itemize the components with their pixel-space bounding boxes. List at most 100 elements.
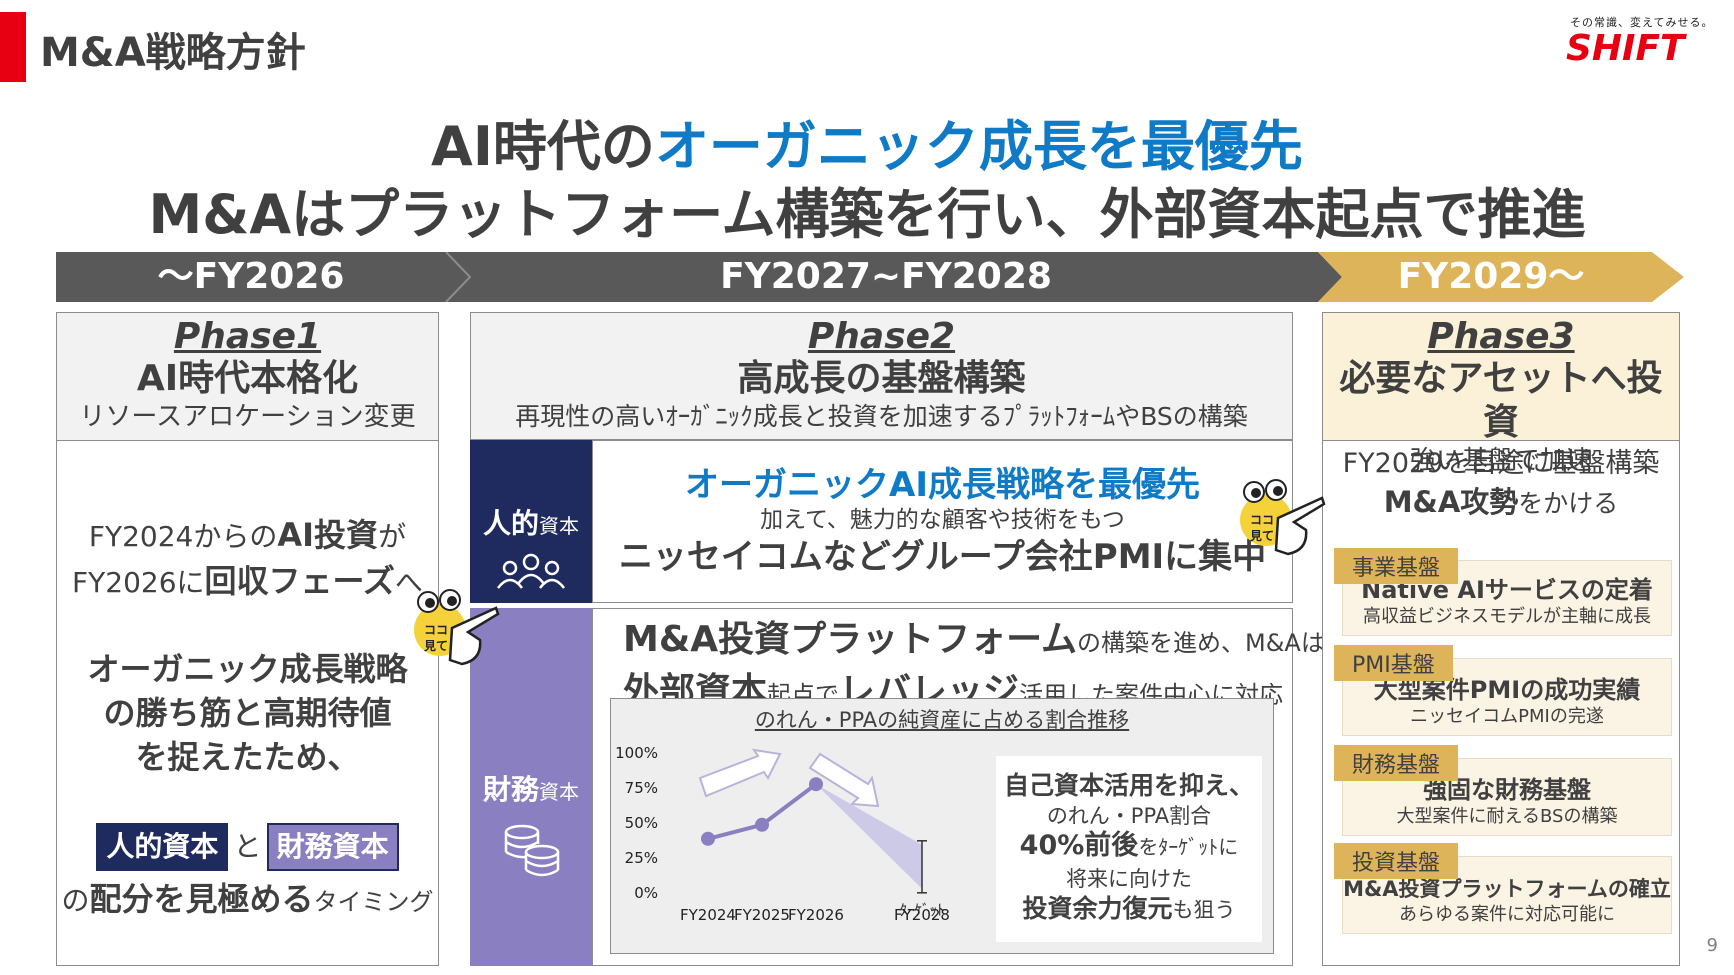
tag-human-capital: 人的資本 — [96, 823, 229, 871]
target-label: ﾀｰｹﾞｯﾄ — [899, 901, 944, 919]
callout-line3: 40%前後をﾀｰｹﾞｯﾄに — [996, 830, 1262, 865]
phase2-header: Phase2 高成長の基盤構築 再現性の高いｵｰｶﾞﾆｯｸ成長と投資を加速するﾌ… — [470, 312, 1293, 440]
y-tick-label: 0% — [634, 884, 658, 902]
callout-line4: 将来に向けた — [1066, 867, 1192, 891]
phase3-lead1: FY2029を目途に基盤構築 — [1342, 448, 1660, 479]
period-1: ～FY2026 — [157, 256, 345, 297]
phase2-title: 高成長の基盤構築 — [737, 358, 1026, 399]
accent-bar — [0, 12, 26, 82]
logo-tagline: その常識、変えてみせる。 — [1570, 16, 1714, 29]
phase1-capital-tags: 人的資本 と 財務資本 — [57, 823, 438, 873]
pointing-hand-icon: ココ 見て — [1240, 479, 1326, 556]
period-2: FY2027~FY2028 — [720, 256, 1052, 297]
phase3-item-tag: 財務基盤 — [1334, 745, 1459, 781]
page-title: M&A戦略方針 — [40, 30, 306, 76]
x-tick-label: FY2024 — [680, 906, 736, 924]
text-emphasis: 投資余力復元 — [1022, 894, 1173, 923]
mascot-text: 見て — [1249, 528, 1274, 543]
text: の構築を進め、M&Aは — [1077, 629, 1325, 657]
phase3-lead2: M&A攻勢をかける — [1323, 483, 1679, 526]
headline-highlight: オーガニック成長を最優先 — [654, 115, 1303, 178]
tag-financial-capital: 財務資本 — [266, 823, 399, 871]
phase3-item-3: 強固な財務基盤 大型案件に耐えるBSの構築 — [1342, 758, 1672, 836]
text: FY2026に — [72, 566, 205, 599]
text: をかける — [1518, 489, 1619, 518]
text: と — [233, 830, 262, 863]
item-desc: 高収益ビジネスモデルが主軸に成長 — [1363, 606, 1651, 627]
text: の — [61, 884, 90, 917]
data-point — [755, 817, 769, 832]
y-tick-label: 100% — [615, 744, 658, 762]
label-main: 財務 — [482, 773, 539, 806]
phase1-timing: の配分を見極めるタイミング — [57, 877, 438, 927]
x-tick-label: FY2028 — [894, 906, 950, 924]
text-emphasis: AI投資 — [277, 516, 379, 554]
financial-capital-label: 財務資本 — [470, 608, 592, 966]
phase1-line1: FY2024からのAI投資が — [57, 513, 438, 559]
text-emphasis: 40%前後 — [1019, 830, 1139, 861]
item-desc: 大型案件に耐えるBSの構築 — [1396, 806, 1618, 827]
phase2-subtitle: 再現性の高いｵｰｶﾞﾆｯｸ成長と投資を加速するﾌﾟﾗｯﾄﾌｫｰﾑやBSの構築 — [515, 402, 1248, 431]
down-arrow-shape — [808, 752, 880, 808]
x-tick-label: FY2026 — [788, 906, 844, 924]
timeline-gray-segment — [56, 252, 1342, 302]
phase1-header: Phase1 AI時代本格化 リソースアロケーション変更 — [57, 313, 438, 441]
phase1-title: AI時代本格化 — [136, 358, 359, 399]
financial-line1: M&A投資プラットフォームの構築を進め、M&Aは — [623, 617, 1325, 669]
phase1-strategy-1: オーガニック成長戦略 — [87, 650, 408, 688]
y-tick-label: 75% — [625, 779, 658, 797]
callout-line5: 投資余力復元も狙う — [996, 893, 1262, 928]
y-tick-label: 50% — [625, 814, 658, 832]
human-capital-content: オーガニックAI成長戦略を最優先 加えて、魅力的な顧客や技術をもつ ニッセイコム… — [592, 440, 1293, 603]
human-capital-headline: オーガニックAI成長戦略を最優先 — [685, 465, 1200, 505]
text: も狙う — [1172, 898, 1236, 922]
phase1-panel: Phase1 AI時代本格化 リソースアロケーション変更 FY2024からのAI… — [56, 312, 439, 966]
y-tick-label: 25% — [625, 849, 658, 867]
pointing-hand-icon: ココ 見て — [414, 589, 500, 666]
shift-logo: SHIFT — [1566, 28, 1685, 69]
headline-line2: M&Aはプラットフォーム構築を行い、外部資本起点で推進 — [148, 183, 1586, 246]
item-desc: ニッセイコムPMIの完遂 — [1410, 706, 1604, 727]
phase1-line2: FY2026に回収フェーズへ — [57, 559, 438, 605]
human-capital-sub: 加えて、魅力的な顧客や技術をもつ — [760, 507, 1125, 533]
phase3-title: 必要なアセットへ投資 — [1339, 358, 1663, 443]
human-capital-focus: ニッセイコムなどグループ会社PMIに集中 — [618, 537, 1267, 577]
data-point — [701, 831, 715, 846]
mascot-text: 見て — [423, 638, 448, 653]
label-main: 人的 — [482, 507, 539, 540]
phase3-item-tag: 事業基盤 — [1334, 548, 1459, 584]
phase1-strategy-2: の勝ち筋と高期待値 — [103, 694, 392, 732]
mascot-text: ココ — [424, 623, 448, 637]
x-tick-label: FY2025 — [734, 906, 790, 924]
callout-line1: 自己資本活用を抑え、 — [1003, 771, 1254, 800]
timeline-divider — [445, 252, 472, 302]
text-emphasis: M&A攻勢 — [1383, 485, 1519, 519]
phase1-subtitle: リソースアロケーション変更 — [79, 402, 416, 432]
timeline-arrow — [56, 252, 1684, 302]
phase3-item-tag: PMI基盤 — [1334, 645, 1453, 681]
data-point — [809, 777, 823, 792]
phase1-strategy-3: を捉えたため、 — [135, 738, 360, 776]
phase3-name: Phase3 — [1427, 316, 1575, 357]
coins-icon — [504, 824, 560, 877]
chart-callout: 自己資本活用を抑え、 のれん・PPA割合 40%前後をﾀｰｹﾞｯﾄに 将来に向け… — [996, 756, 1262, 942]
label-sub: 資本 — [539, 780, 579, 804]
timeline-gold-segment — [1318, 252, 1684, 302]
human-capital-label: 人的資本 — [470, 440, 592, 603]
text-emphasis: 回収フェーズ — [204, 562, 395, 600]
text: が — [378, 520, 407, 553]
phase1-body: FY2024からのAI投資が FY2026に回収フェーズへ オーガニック成長戦略… — [57, 513, 438, 927]
mascot-text: ココ — [1250, 513, 1274, 527]
phase3-header: Phase3 必要なアセットへ投資 強い基盤で加速 — [1323, 313, 1679, 476]
text: へ — [394, 566, 423, 599]
phase3-subtitle: 強い基盤で加速 — [1409, 446, 1592, 476]
label-sub: 資本 — [539, 514, 579, 538]
page-number: 9 — [1706, 935, 1718, 956]
period-3: FY2029～ — [1397, 256, 1585, 297]
callout-line2: のれん・PPA割合 — [1046, 804, 1212, 828]
text: FY2024からの — [88, 520, 278, 553]
item-desc: あらゆる案件に対応可能に — [1399, 904, 1615, 925]
people-icon — [497, 553, 565, 589]
phase2-name: Phase2 — [807, 316, 956, 357]
